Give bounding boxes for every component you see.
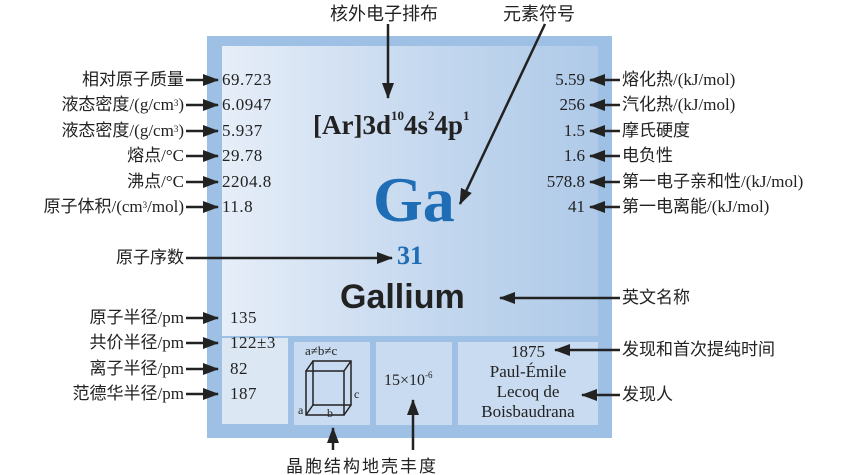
discoverer-line-2: Lecoq de: [496, 382, 560, 401]
discovery-panel: [458, 342, 598, 425]
label-liquid-density: 液态密度/(g/cm3): [61, 95, 184, 114]
value-heat-of-fusion: 5.59: [555, 70, 585, 89]
label-atomic-volume: 原子体积/(cm3/mol): [43, 197, 185, 216]
cell-axis-c: c: [354, 387, 360, 401]
discovery-info: 1875 Paul-Émile Lecoq de Boisbaudrana: [458, 342, 598, 422]
label-atomic-radius: 原子半径/pm: [89, 308, 184, 327]
value-ionization-energy: 41: [568, 197, 585, 216]
value-electron-affinity: 578.8: [546, 172, 585, 191]
label-heat-of-vaporization: 汽化热/(kJ/mol): [622, 95, 736, 114]
label-mohs-hardness: 摩氏硬度: [622, 121, 690, 140]
electron-configuration: [Ar]3d104s24p1: [313, 108, 470, 140]
radii-panel: [222, 338, 288, 424]
discoverer-line-3: Boisbaudrana: [481, 402, 575, 421]
label-discovery-time: 发现和首次提纯时间: [622, 340, 775, 359]
electron-config-caption: 核外电子排布: [330, 4, 438, 24]
value-relative-atomic-mass: 69.723: [222, 70, 272, 89]
label-electronegativity: 电负性: [622, 146, 673, 165]
label-melting-point: 熔点/°C: [127, 146, 184, 165]
label-english-name: 英文名称: [622, 288, 690, 307]
value-vdw-radius: 187: [230, 384, 257, 403]
abundance-caption: 地壳丰度: [362, 457, 438, 475]
label-discoverer: 发现人: [622, 385, 673, 404]
unit-cell-icon: [305, 360, 352, 416]
value-melting-point: 29.78: [222, 146, 263, 165]
value-atomic-volume: 11.8: [222, 197, 254, 216]
value-liquid-density-2: 5.937: [222, 121, 263, 140]
cell-structure-caption: 晶胞结构: [286, 457, 362, 475]
label-electron-affinity: 第一电子亲和性/(kJ/mol): [622, 172, 804, 191]
cell-axis-a: a: [298, 403, 304, 417]
symbol-caption: 元素符号: [503, 4, 575, 24]
atomic-number: 31: [397, 241, 423, 270]
value-ionic-radius: 82: [230, 359, 248, 378]
value-heat-of-vaporization: 256: [559, 95, 586, 114]
label-liquid-density-2: 液态密度/(g/cm3): [61, 121, 184, 140]
label-covalent-radius: 共价半径/pm: [89, 333, 184, 352]
cell-relation: a≠b≠c: [305, 343, 338, 358]
value-boiling-point: 2204.8: [222, 172, 272, 191]
cell-axis-b: b: [327, 406, 333, 420]
discoverer-line-1: Paul-Émile: [489, 362, 567, 381]
crustal-abundance-value: 15×10-6: [384, 370, 433, 389]
label-relative-atomic-mass: 相对原子质量: [82, 70, 184, 89]
label-heat-of-fusion: 熔化热/(kJ/mol): [622, 70, 736, 89]
value-electronegativity: 1.6: [563, 146, 585, 165]
value-mohs-hardness: 1.5: [563, 121, 585, 140]
label-ionization-energy: 第一电离能/(kJ/mol): [622, 197, 770, 216]
value-liquid-density: 6.0947: [222, 95, 272, 114]
element-name: Gallium: [340, 278, 465, 316]
discovery-year: 1875: [511, 342, 545, 361]
value-covalent-radius: 122±3: [230, 333, 276, 352]
label-atomic-number: 原子序数: [116, 248, 184, 267]
label-boiling-point: 沸点/°C: [127, 172, 184, 191]
label-ionic-radius: 离子半径/pm: [89, 359, 184, 378]
card-main-panel: [222, 46, 598, 336]
label-vdw-radius: 范德华半径/pm: [72, 384, 184, 403]
bottom-caption: 晶胞结构地壳丰度: [286, 452, 438, 475]
element-symbol: Ga: [373, 164, 455, 235]
value-atomic-radius: 135: [230, 308, 257, 327]
